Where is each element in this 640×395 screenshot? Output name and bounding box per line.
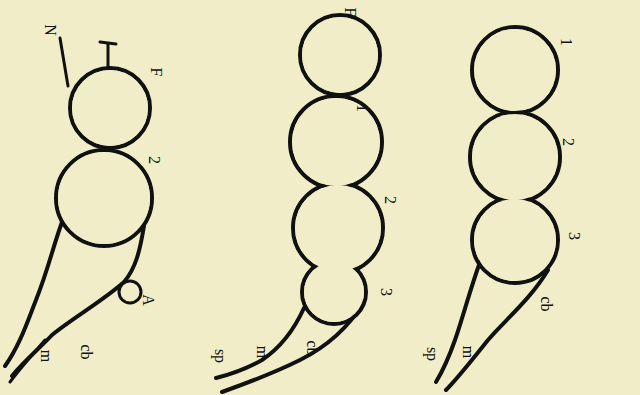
part-label: cb — [538, 296, 554, 311]
part-label: 2 — [146, 156, 162, 164]
part-label: cb — [78, 344, 94, 359]
part-label: sp — [212, 349, 228, 363]
part-label: 1 — [558, 38, 574, 46]
part-label: A — [140, 294, 156, 306]
part-label: F — [148, 68, 164, 77]
part-label: 3 — [566, 232, 582, 240]
part-label: m — [460, 346, 476, 358]
part-label: 1 — [354, 104, 370, 112]
part-label: 3 — [378, 288, 394, 296]
part-label: cb — [304, 340, 320, 355]
part-label: m — [38, 350, 54, 362]
part-label: 2 — [382, 196, 398, 204]
part-label: F — [342, 8, 358, 17]
part-label: m — [254, 346, 270, 358]
part-label: 2 — [560, 138, 576, 146]
part-label: N — [42, 24, 58, 36]
part-label: sp — [424, 347, 440, 361]
